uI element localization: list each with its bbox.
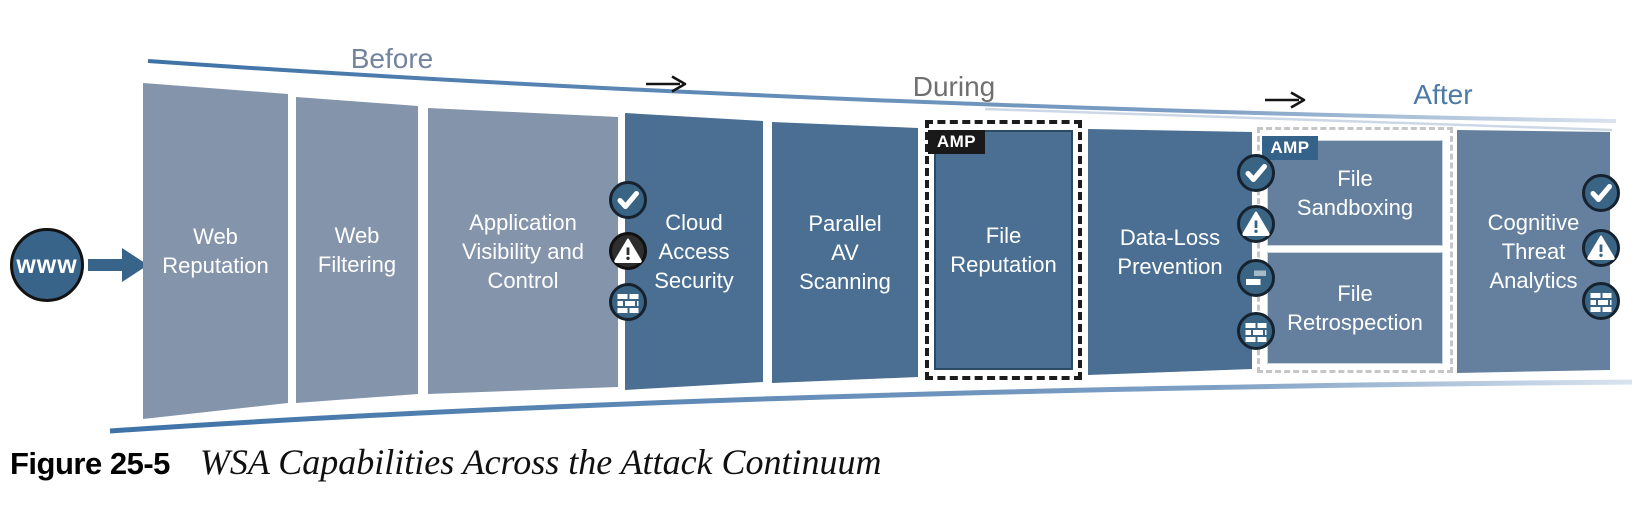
warning-icon xyxy=(1581,228,1621,268)
panel-label-line: Cognitive xyxy=(1487,210,1580,235)
panel-label-line: Scanning xyxy=(799,269,891,294)
phase-label-during: During xyxy=(912,71,996,102)
panel-label-line: Security xyxy=(654,268,734,293)
panel-label-line: Reputation xyxy=(162,253,269,278)
amp-dashed-box-after: File Sandboxing File Retrospection AMP xyxy=(1257,127,1453,373)
panel-label-line: Threat xyxy=(1501,239,1566,264)
phase-arrow-icon xyxy=(1265,91,1306,109)
panel-label-line: Web xyxy=(334,223,380,248)
panel-label-line: Reputation xyxy=(950,252,1057,277)
panel-web-reputation: Web Reputation xyxy=(143,83,288,419)
panel-label-line: Retrospection xyxy=(1287,310,1423,335)
panel-file-sandboxing: File Sandboxing xyxy=(1267,140,1443,246)
figure-number: Figure 25-5 xyxy=(10,446,170,481)
firewall-icon xyxy=(1236,311,1276,351)
panel-label-line: File xyxy=(1337,281,1373,306)
check-icon xyxy=(1581,173,1621,213)
panel-application-visibility-control: Application Visibility and Control xyxy=(428,108,618,394)
panel-label-line: Parallel xyxy=(808,211,882,236)
panel-label-line: Data-Loss xyxy=(1119,225,1221,250)
panel-label-line: File xyxy=(985,223,1022,248)
panel-parallel-av-scanning: Parallel AV Scanning xyxy=(772,122,918,383)
panel-label-line: Web xyxy=(193,224,238,249)
panel-label-line: Sandboxing xyxy=(1296,195,1414,220)
www-node: www xyxy=(10,228,84,302)
phase-label-after: After xyxy=(1413,79,1473,110)
panel-label-line: Application xyxy=(469,209,577,235)
amp-badge: AMP xyxy=(1262,136,1318,160)
check-icon xyxy=(1236,153,1276,193)
firewall-icon xyxy=(608,282,648,322)
panel-file-retrospection: File Retrospection xyxy=(1267,252,1443,364)
panel-web-filtering: Web Filtering xyxy=(296,97,418,403)
panel-label-line: Access xyxy=(658,239,730,264)
amp-dashed-box-during: File Reputation AMP xyxy=(925,120,1082,380)
phase-arrow-icon xyxy=(646,75,687,93)
firewall-icon xyxy=(1581,281,1621,321)
panel-label-line: Filtering xyxy=(317,252,397,277)
flow-arrow-icon xyxy=(88,248,148,282)
warning-icon xyxy=(608,231,648,271)
figure-caption: Figure 25-5 WSA Capabilities Across the … xyxy=(10,441,882,483)
panel-label-line: Visibility and xyxy=(462,238,584,264)
panel-label-line: Control xyxy=(487,267,559,293)
panel-label-line: File xyxy=(1337,166,1373,191)
panel-cloud-access-security: Cloud Access Security xyxy=(625,113,763,390)
phase-label-before: Before xyxy=(350,43,434,74)
figure-title: WSA Capabilities Across the Attack Conti… xyxy=(199,442,882,482)
panel-label-line: Prevention xyxy=(1117,254,1223,279)
warning-icon xyxy=(1236,204,1276,244)
panel-label-line: Analytics xyxy=(1489,268,1578,293)
amp-badge: AMP xyxy=(928,130,985,154)
blocks-icon xyxy=(1236,258,1276,298)
panel-file-reputation: File Reputation xyxy=(934,130,1073,370)
panel-data-loss-prevention: Data-Loss Prevention xyxy=(1088,129,1252,375)
www-label: www xyxy=(16,250,78,279)
panel-label-line: Cloud xyxy=(665,210,723,235)
panel-label-line: AV xyxy=(831,240,859,265)
check-icon xyxy=(608,180,648,220)
